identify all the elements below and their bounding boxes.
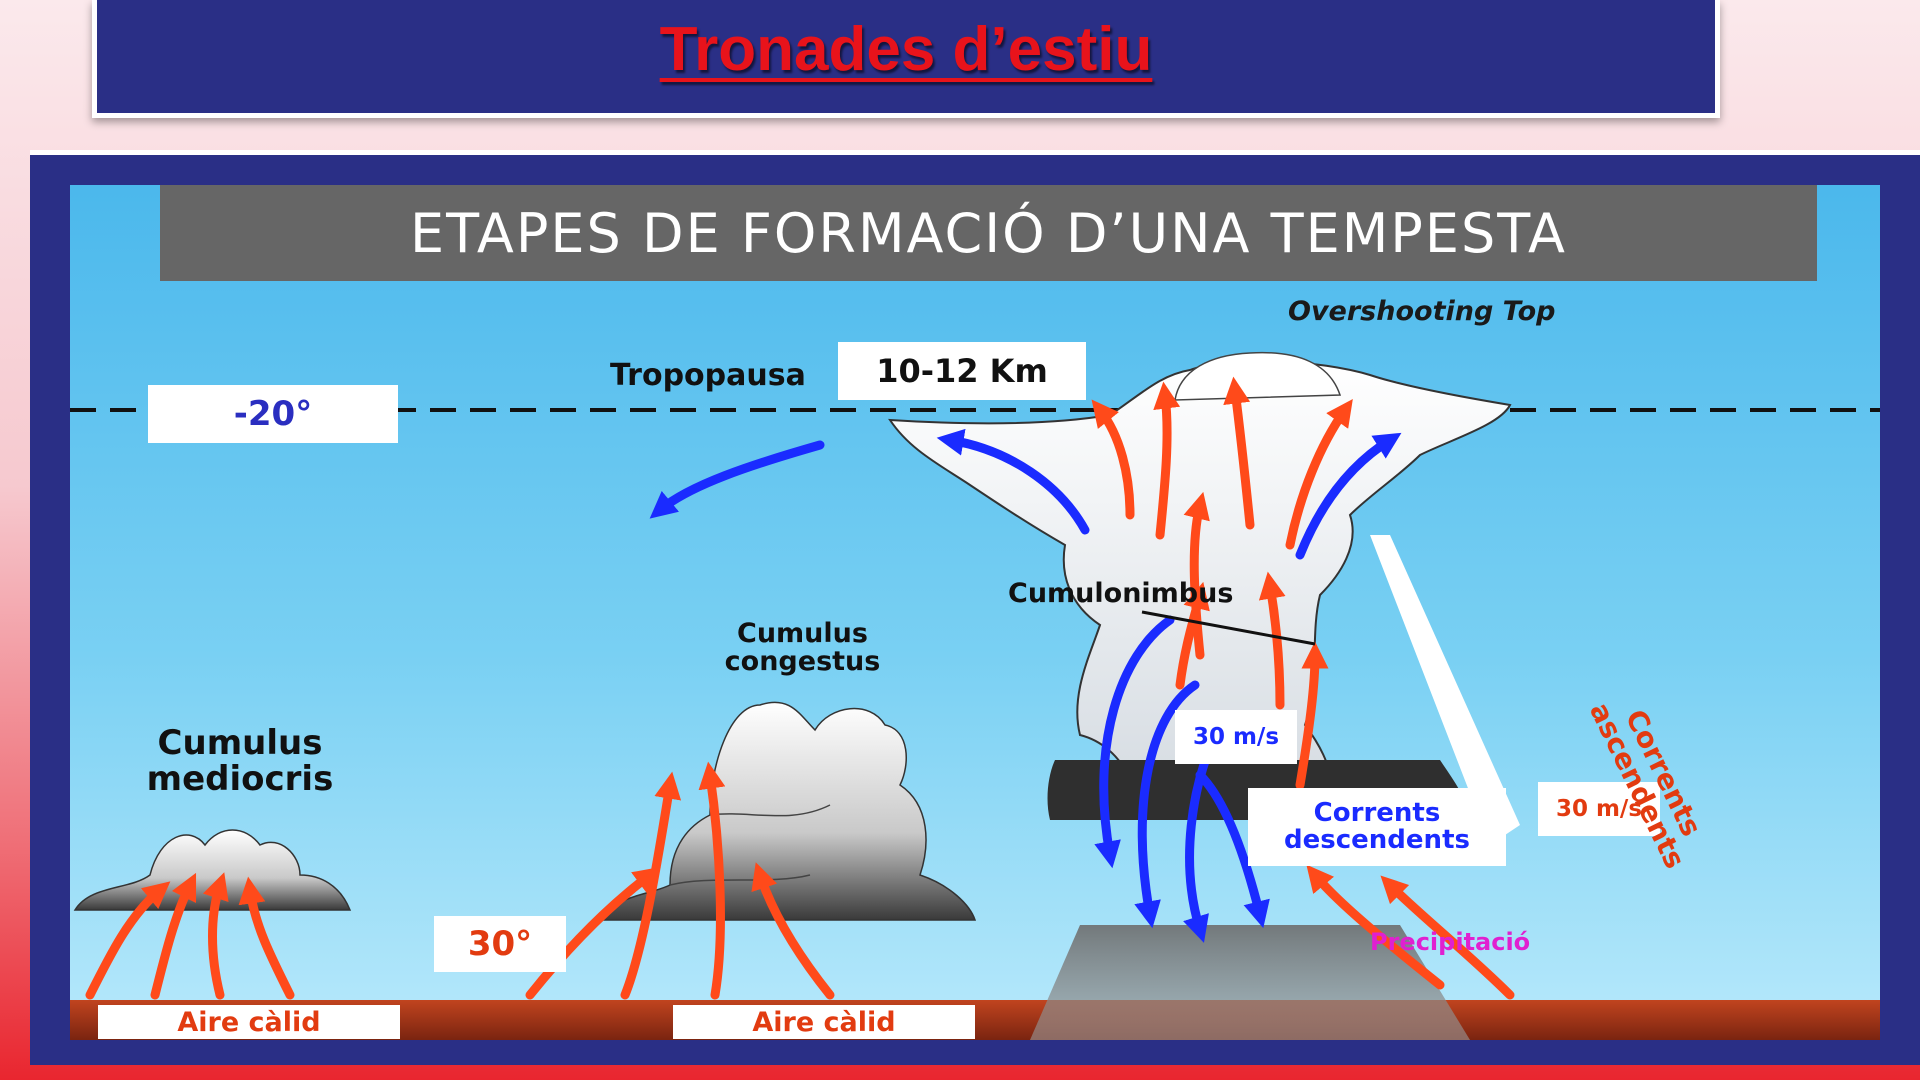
downdrafts-line1: Corrents xyxy=(1313,797,1441,828)
warm-arrow xyxy=(1295,641,1329,790)
cold-arrow xyxy=(936,428,1090,535)
diagram-heading: ETAPES DE FORMACIÓ D’UNA TEMPESTA xyxy=(160,185,1817,281)
warm-arrow xyxy=(1153,381,1181,540)
warm-arrow xyxy=(1183,491,1210,660)
header-banner: Tronades d’estiu xyxy=(92,0,1720,118)
sky-background xyxy=(70,185,1880,1040)
cumulus-congestus-line1: Cumulus xyxy=(737,618,868,649)
cumulus-mediocris-label: Cumulus mediocris xyxy=(120,723,360,799)
warm-arrow xyxy=(525,866,661,1000)
cumulus-mediocris-line2: mediocris xyxy=(146,758,334,799)
updraft-speed-box: 30 m/s xyxy=(1538,782,1660,836)
warm-arrow xyxy=(1091,399,1135,520)
warm-arrow xyxy=(620,771,682,1000)
cumulus-congestus-cloud xyxy=(598,701,977,921)
top-temperature-value: -20° xyxy=(233,394,313,434)
warm-air-left-text: Aire càlid xyxy=(177,1006,321,1038)
bottom-temperature-label: 30° xyxy=(434,916,566,972)
warm-arrow xyxy=(1306,864,1445,990)
updraft-label-plate xyxy=(1370,535,1520,845)
warm-updraft-arrows xyxy=(85,376,1515,1000)
page-title: Tronades d’estiu xyxy=(659,15,1153,84)
warm-air-label-middle: Aire càlid xyxy=(673,1005,975,1039)
precipitation-label: Precipitació xyxy=(1370,928,1531,956)
overshooting-top-label: Overshooting Top xyxy=(1288,296,1556,327)
cold-arrow xyxy=(649,440,825,519)
warm-arrow xyxy=(202,872,229,1000)
downdrafts-label-box: Corrents descendents xyxy=(1248,788,1506,866)
warm-arrow xyxy=(150,872,197,1000)
cold-arrow xyxy=(1195,770,1270,929)
downdrafts-line2: descendents xyxy=(1284,825,1470,855)
cumulus-congestus-label: Cumulus congestus xyxy=(700,618,905,678)
cold-arrow xyxy=(1094,615,1175,869)
cold-arrow xyxy=(1134,680,1200,929)
warm-arrow xyxy=(1380,875,1515,1000)
warm-arrow xyxy=(1285,399,1353,550)
cumulus-mediocris-line1: Cumulus xyxy=(157,723,323,763)
cold-arrow xyxy=(1295,432,1402,560)
cumulus-congestus-line2: congestus xyxy=(724,646,881,678)
bottom-temperature-value: 30° xyxy=(467,924,533,964)
tropopause-height-value: 10-12 Km xyxy=(876,352,1048,390)
updraft-speed-value: 30 m/s xyxy=(1555,796,1643,822)
top-temperature-label: -20° xyxy=(148,385,398,443)
warm-arrow xyxy=(238,876,295,1000)
downdraft-speed-box: 30 m/s xyxy=(1175,710,1297,764)
cumulonimbus-label: Cumulonimbus xyxy=(1008,578,1234,609)
downdraft-speed-value: 30 m/s xyxy=(1192,724,1280,750)
tropopause-label: Tropopausa xyxy=(610,358,806,393)
warm-arrow xyxy=(1223,376,1255,530)
warm-air-label-left: Aire càlid xyxy=(98,1005,400,1039)
warm-arrow xyxy=(698,761,726,1000)
warm-arrow xyxy=(751,862,835,1000)
tropopause-height-box: 10-12 Km xyxy=(838,342,1086,400)
warm-air-mid-text: Aire càlid xyxy=(752,1006,896,1038)
cumulonimbus-pointer xyxy=(1141,610,1316,646)
warm-arrow xyxy=(1175,581,1210,690)
warm-arrow xyxy=(85,881,171,1000)
storm-diagram xyxy=(70,185,1880,1040)
